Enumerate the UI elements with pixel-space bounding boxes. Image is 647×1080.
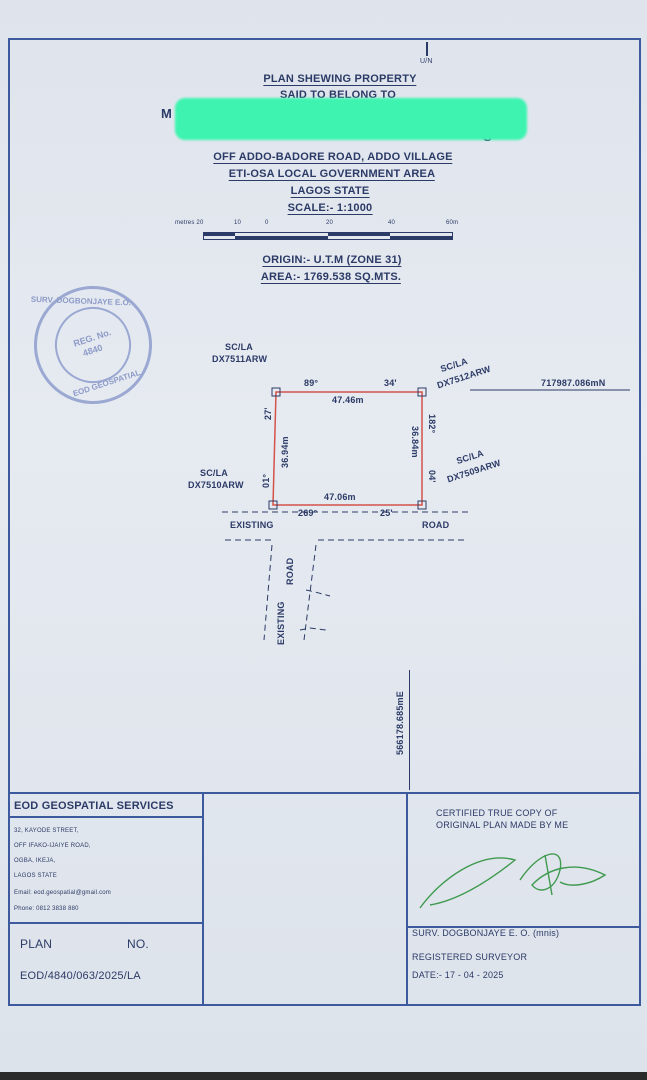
road-label-existing: EXISTING [230,520,274,530]
bottom-bar [0,1072,647,1080]
certified-line-2: ORIGINAL PLAN MADE BY ME [436,820,569,830]
footer-plan-divider [8,922,204,924]
plot-boundary [272,391,423,506]
scale-line: SCALE:- 1:1000 [287,202,373,215]
plan-label: PLAN [20,937,53,951]
road-label-road: ROAD [422,520,450,530]
area-line: AREA:- 1769.538 SQ.MTS. [260,271,402,284]
title-line-1: PLAN SHEWING PROPERTY [263,73,417,86]
company-address-4: LAGOS STATE [14,873,57,879]
scale-tick: 0 [265,220,269,226]
company-name: EOD GEOSPATIAL SERVICES [14,800,174,812]
plan-number: EOD/4840/063/2025/LA [20,970,141,982]
scale-tick: 20 [326,220,334,226]
company-address-3: OGBA, IKEJA, [14,858,56,864]
company-address-1: 32, KAYODE STREET, [14,828,79,834]
north-arrow-icon [426,42,428,56]
plan-frame [8,38,641,1006]
scale-bar [203,232,453,240]
scale-tick: 40 [388,220,396,226]
scale-tick: 60m [446,220,459,226]
road-lines [222,511,470,641]
footer-divider-1 [202,792,204,1006]
bottom-distance: 47.06m [324,492,356,502]
beacon-nw-label: SC/LA [225,342,253,352]
easting-grid-line [409,670,410,790]
footer-divider-2 [406,792,408,1006]
beacon-sw-label: SC/LA [200,468,228,478]
state-line: LAGOS STATE [290,185,370,198]
address-line: OFF ADDO-BADORE ROAD, ADDO VILLAGE [213,151,453,164]
top-bearing-minutes: 34' [384,378,397,388]
company-email: Email: eod.geospatial@gmail.com [14,890,111,896]
registered-surveyor: REGISTERED SURVEYOR [412,952,528,962]
company-address-2: OFF IFAKO-IJAIYE ROAD, [14,843,91,849]
bottom-bearing-minutes: 25' [380,508,393,518]
plan-no-label: NO. [127,937,149,951]
top-distance: 47.46m [332,395,364,405]
certified-line-1: CERTIFIED TRUE COPY OF [436,808,558,818]
beacon-marker [268,500,278,510]
north-label: U/N [420,58,433,65]
surveyor-name: SURV. DOGBONJAYE E. O. (mnis) [412,928,560,938]
origin-line: ORIGIN:- U.T.M (ZONE 31) [262,254,402,267]
company-phone: Phone: 0812 3838 880 [14,906,79,912]
top-bearing-degrees: 89° [304,378,319,388]
footer-top-border [8,792,641,794]
owner-initial: M [161,106,173,121]
plan-date: DATE:- 17 - 04 - 2025 [412,970,504,980]
beacon-marker [271,387,281,397]
beacon-marker [417,500,427,510]
bottom-bearing-degrees: 269° [298,508,318,518]
footer-surveyor-divider [406,926,641,928]
beacon-marker [417,387,427,397]
scale-tick: 10 [234,220,242,226]
lga-line: ETI-OSA LOCAL GOVERNMENT AREA [228,168,436,181]
redaction-mark [175,98,527,140]
northing-coordinate: 717987.086mN [541,378,606,388]
beacon-sw-id: DX7510ARW [188,480,244,490]
footer-company-divider [8,816,204,818]
scale-tick: metres 20 [175,220,204,226]
beacon-nw-id: DX7511ARW [212,354,268,364]
